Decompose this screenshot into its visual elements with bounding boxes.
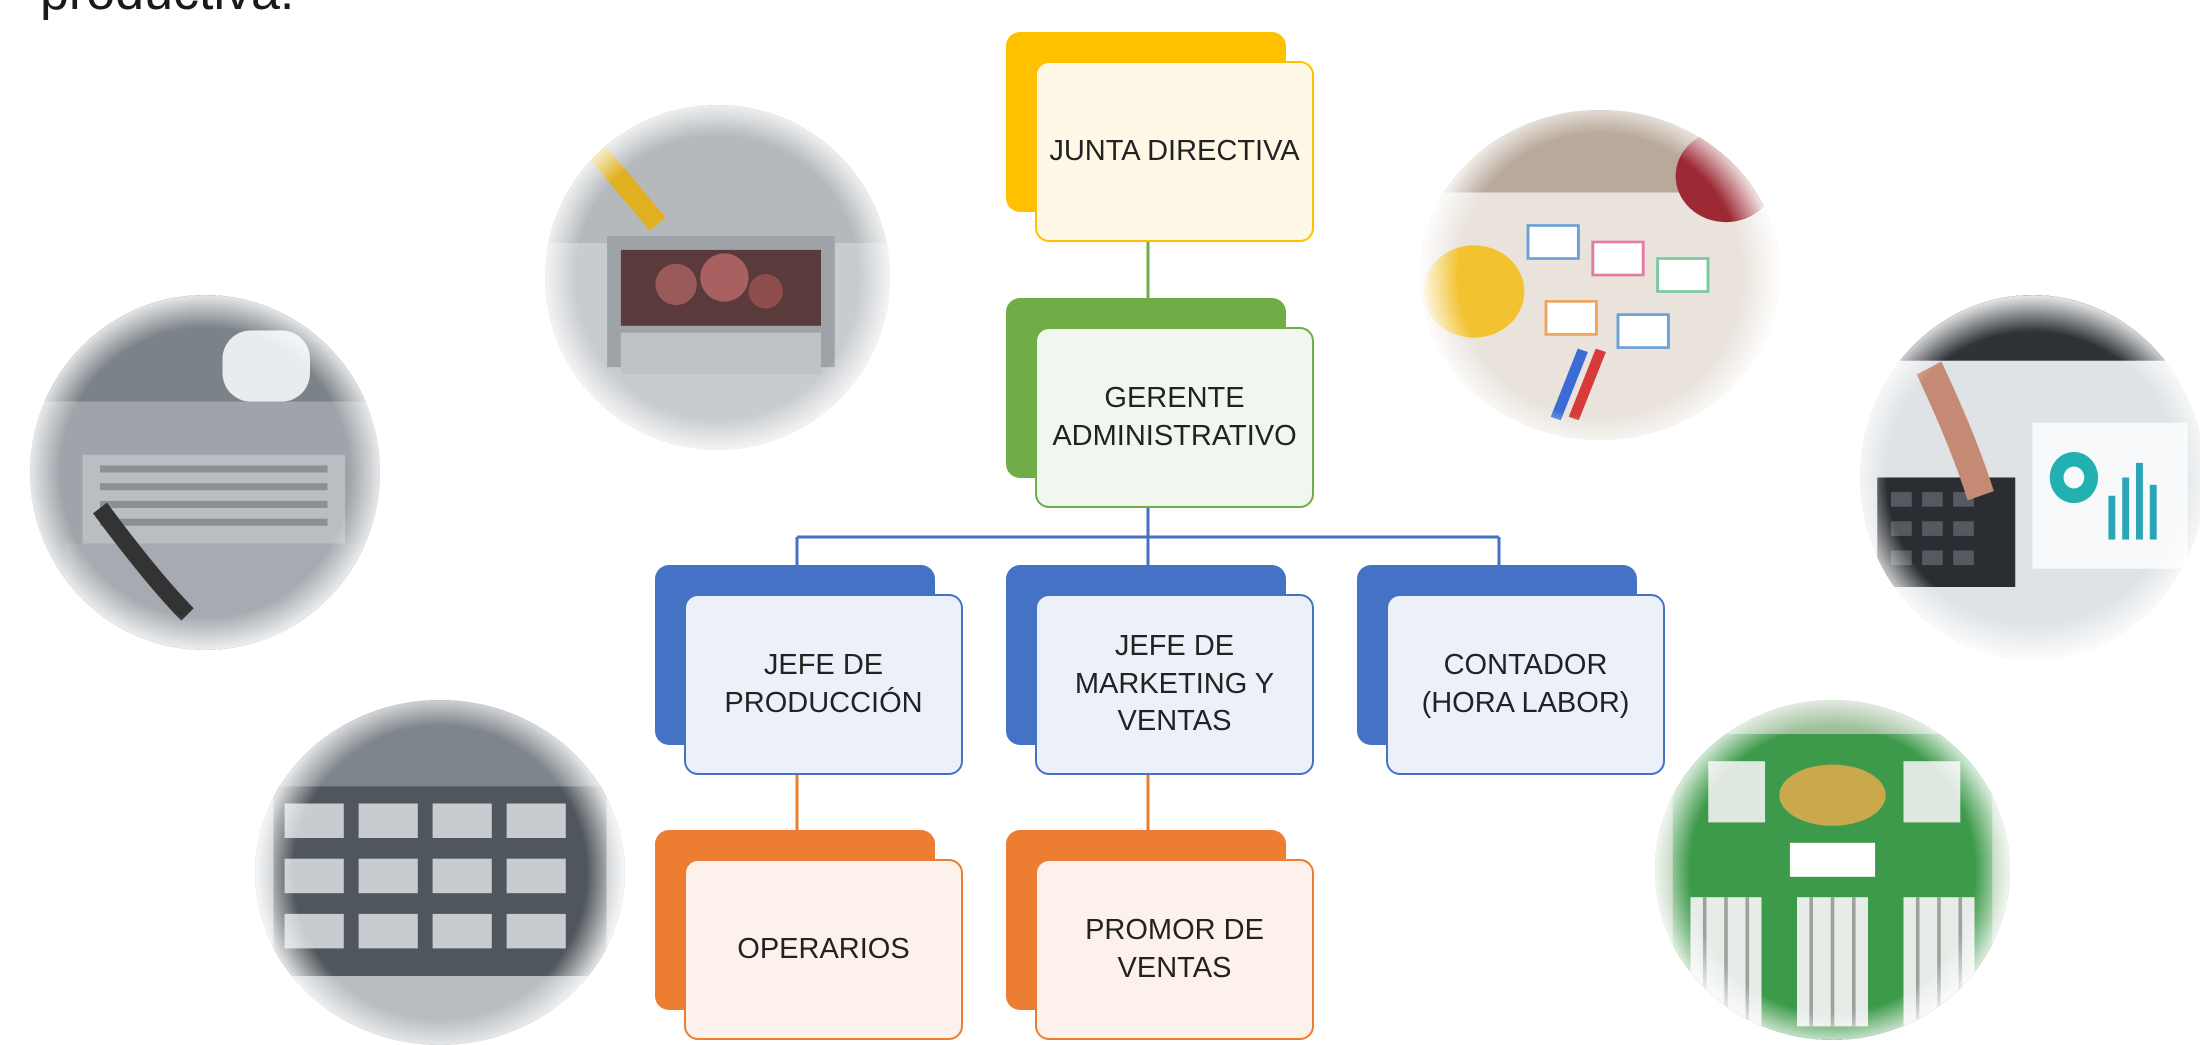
node-label: JEFE DE PRODUCCIÓN bbox=[684, 594, 963, 775]
design-meeting-photo bbox=[1420, 110, 1780, 440]
node-jefe-marketing: JEFE DE MARKETING Y VENTAS bbox=[1006, 565, 1314, 777]
node-jefe-produccion: JEFE DE PRODUCCIÓN bbox=[655, 565, 963, 777]
node-operarios: OPERARIOS bbox=[655, 830, 963, 1042]
node-label: GERENTE ADMINISTRATIVO bbox=[1035, 327, 1314, 508]
slide-heading: productiva. bbox=[40, 0, 294, 18]
node-promotor-ventas: PROMOR DE VENTAS bbox=[1006, 830, 1314, 1042]
node-contador: CONTADOR (HORA LABOR) bbox=[1357, 565, 1665, 777]
node-label: OPERARIOS bbox=[684, 859, 963, 1040]
node-junta-directiva: JUNTA DIRECTIVA bbox=[1006, 32, 1314, 244]
meat-grinder-photo bbox=[545, 105, 890, 450]
node-label: JEFE DE MARKETING Y VENTAS bbox=[1035, 594, 1314, 775]
node-gerente-administrativo: GERENTE ADMINISTRATIVO bbox=[1006, 298, 1314, 510]
tray-machine-photo bbox=[255, 700, 625, 1045]
packaging-machine-photo bbox=[30, 295, 380, 650]
node-label: JUNTA DIRECTIVA bbox=[1035, 61, 1314, 242]
node-label: PROMOR DE VENTAS bbox=[1035, 859, 1314, 1040]
storefront-photo bbox=[1655, 700, 2010, 1040]
node-label: CONTADOR (HORA LABOR) bbox=[1386, 594, 1665, 775]
